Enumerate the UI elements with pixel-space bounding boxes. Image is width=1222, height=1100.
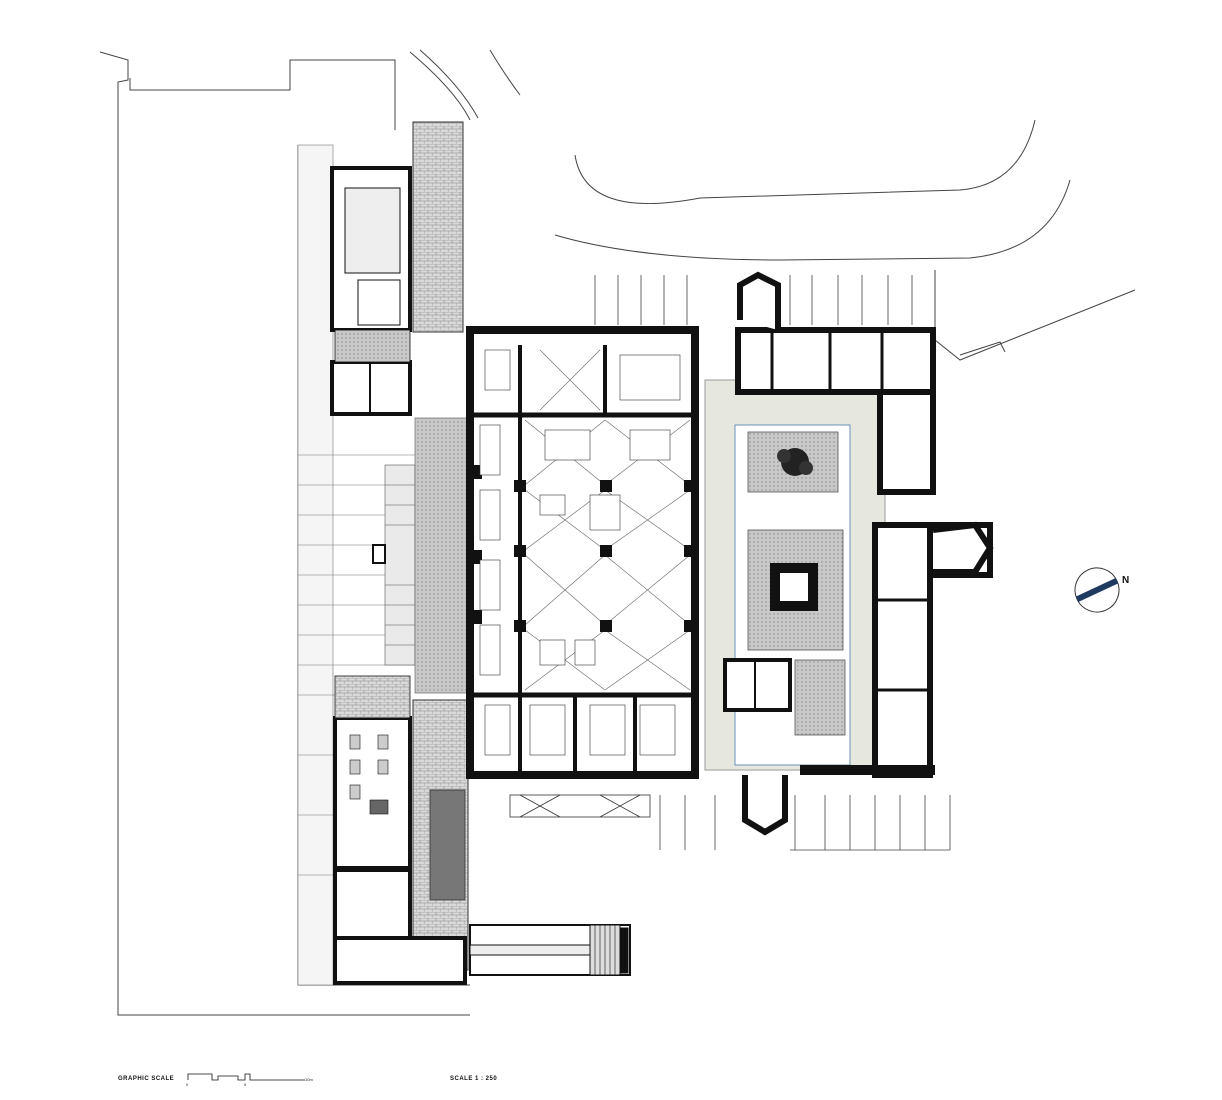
entrance-steps: [509, 794, 651, 818]
tree-icon: [777, 448, 813, 476]
parking: [594, 275, 951, 851]
north-ramp: [412, 121, 464, 333]
north-arrow-icon: [1074, 567, 1120, 613]
south-annex: [333, 675, 467, 985]
south-ramp-inner: [429, 789, 466, 901]
pillars: [470, 465, 696, 632]
scale-ratio-label: SCALE 1 : 250: [450, 1076, 498, 1082]
left-terrace: [297, 144, 420, 986]
furniture: [479, 349, 681, 756]
left-stairs: [372, 464, 416, 666]
east-wing: [735, 327, 994, 778]
south-steps: [469, 924, 631, 976]
north-label: N: [1122, 575, 1130, 586]
fountain-icon: [770, 563, 818, 611]
scale-tick-10m: 10m: [305, 1077, 313, 1082]
graphic-scale-bar: [187, 1073, 305, 1081]
graphic-scale-label: GRAPHIC SCALE: [118, 1076, 175, 1082]
north-annex: [330, 166, 412, 416]
scale-tick-0: 0: [186, 1082, 189, 1087]
north-bay: [737, 271, 781, 330]
service-block: [723, 658, 792, 712]
south-bay: [742, 775, 788, 836]
scale-tick-5: 5: [244, 1082, 247, 1087]
courtyard: [704, 379, 886, 771]
